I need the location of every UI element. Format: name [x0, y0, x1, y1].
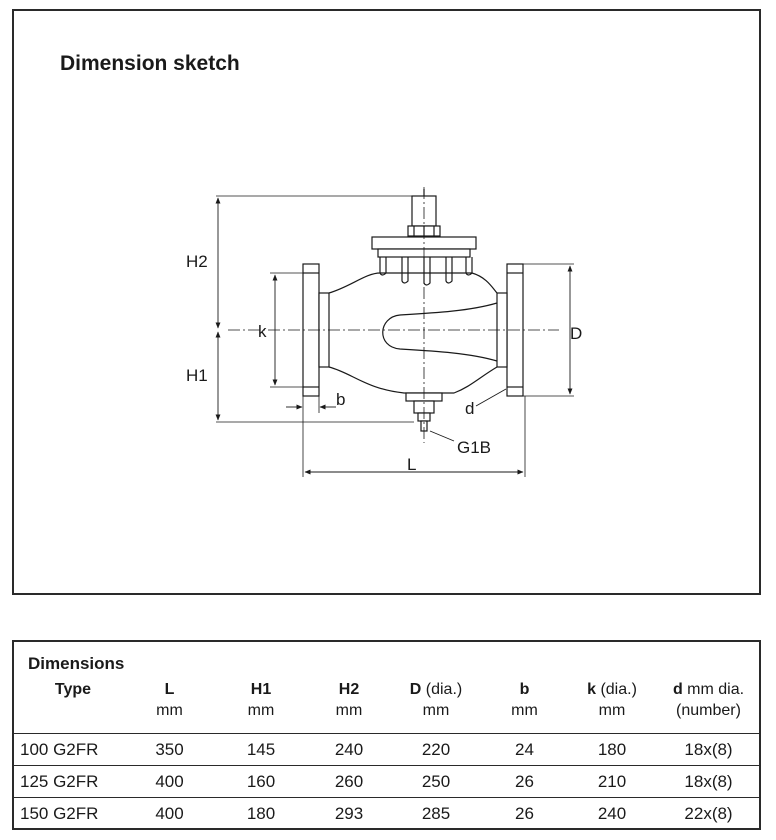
table-cell: 285	[389, 797, 483, 829]
table-cell: 240	[309, 733, 389, 766]
label-k: k	[258, 322, 267, 341]
sketch-panel: Dimension sketch	[12, 9, 761, 595]
label-g1b: G1B	[457, 438, 491, 457]
table-cell: 220	[389, 733, 483, 766]
valve-drawing: H2 H1 k b D d G1B L	[186, 187, 582, 477]
table-row: 125 G2FR 400 160 260 250 26 210 18x(8)	[14, 765, 759, 798]
table-cell: 100 G2FR	[14, 733, 126, 766]
table-cell: 18x(8)	[658, 733, 759, 766]
label-h2: H2	[186, 252, 208, 271]
table-cell: 18x(8)	[658, 765, 759, 798]
table-cell: 350	[126, 733, 213, 766]
table-row: 150 G2FR 400 180 293 285 26 240 22x(8)	[14, 797, 759, 829]
label-b: b	[336, 390, 345, 409]
dimensions-title: Dimensions	[28, 654, 125, 673]
table-cell: 250	[389, 765, 483, 798]
table-cell: 26	[483, 797, 566, 829]
table-row: 100 G2FR 350 145 240 220 24 180 18x(8)	[14, 733, 759, 766]
table-cell: 400	[126, 797, 213, 829]
table-cell: 180	[213, 797, 309, 829]
column-header-type: Type	[54, 681, 92, 698]
table-cell: 150 G2FR	[14, 797, 126, 829]
table-cell: 260	[309, 765, 389, 798]
table-cell: 210	[566, 765, 658, 798]
label-d-large: D	[570, 324, 582, 343]
table-cell: 24	[483, 733, 566, 766]
table-cell: 160	[213, 765, 309, 798]
table-cell: 125 G2FR	[14, 765, 126, 798]
column-header-d-small: d mm dia.(number)	[672, 681, 745, 719]
label-l: L	[407, 455, 416, 474]
table-cell: 22x(8)	[658, 797, 759, 829]
table-cell: 400	[126, 765, 213, 798]
table-cell: 145	[213, 733, 309, 766]
table-cell: 293	[309, 797, 389, 829]
table-cell: 240	[566, 797, 658, 829]
column-header-d-large: D (dia.)mm	[409, 681, 463, 719]
table-cell: 26	[483, 765, 566, 798]
label-d-small: d	[465, 399, 474, 418]
table-cell: 180	[566, 733, 658, 766]
label-h1: H1	[186, 366, 208, 385]
column-header-k: k (dia.)mm	[587, 681, 637, 719]
sketch-title: Dimension sketch	[60, 52, 240, 75]
